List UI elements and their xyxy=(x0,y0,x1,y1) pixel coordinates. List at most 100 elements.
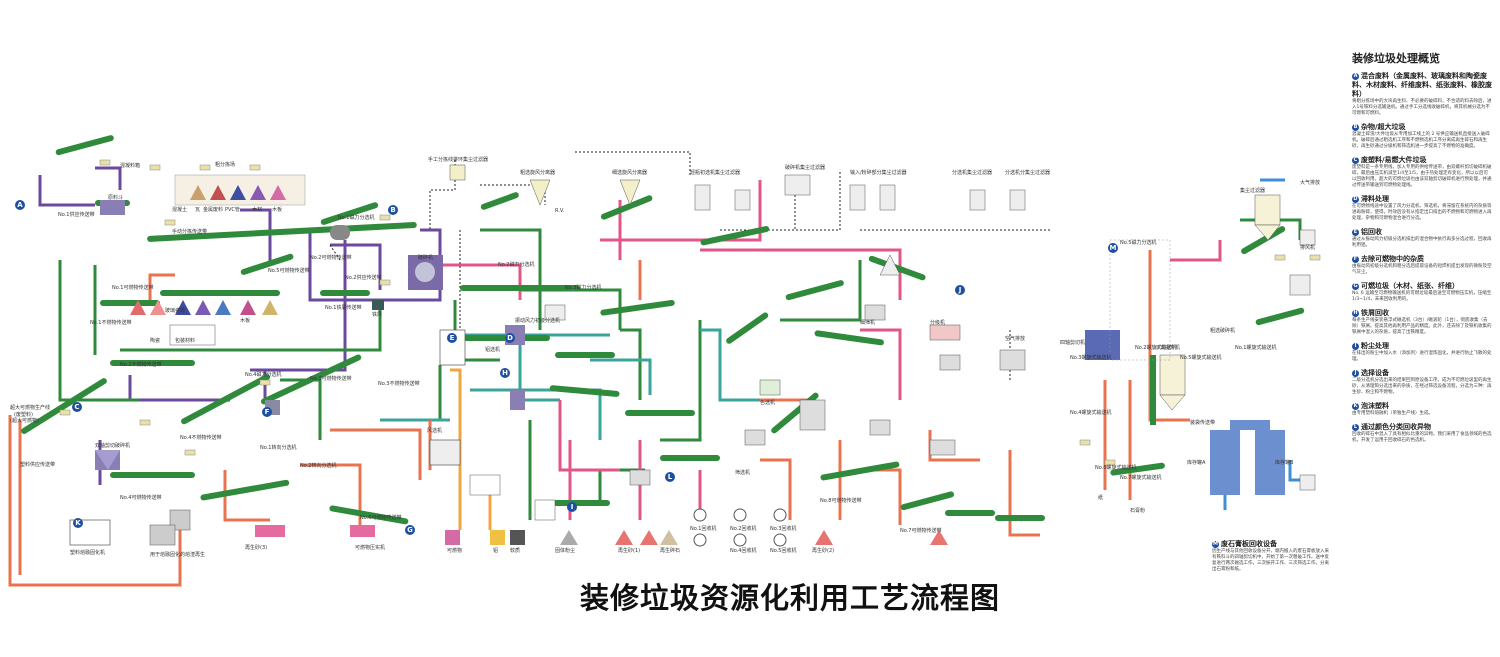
label-vibrating-sep: 振动风力初级分选机 xyxy=(515,318,561,324)
label-fine-sieve: 细筛机 xyxy=(860,320,876,326)
label-conv-no2-nonflam: No.2不燃物传送带 xyxy=(120,362,162,368)
marker-e: E xyxy=(447,333,457,343)
legend-section-body: 在排出的粉尘中加入水（添加剂）进行混炼固化，并进行防止飞散的处理。 xyxy=(1352,351,1492,362)
legend-section-body: 由振动风初级分选机和粗分选后提取设备的短焊机提出发现的微粉及空气灰尘。 xyxy=(1352,264,1492,275)
label-rotary-sep-2: No.2转向分选机 xyxy=(300,463,337,469)
legend-section-mark: G xyxy=(1352,282,1359,290)
label-mag-sep-4: No.4磁力分选机 xyxy=(245,372,282,378)
label-twin-shredder: 双轴剪切破碎机 xyxy=(95,443,131,449)
legend-section-body: 混凝土碎渣/大件垃圾从专用加工线上的 2 号供应输送机直接送入破碎机。破碎后通过… xyxy=(1352,132,1490,149)
label-cat-concrete: 混凝土 xyxy=(172,207,188,213)
label-packaging: 包装材料 xyxy=(175,338,196,344)
marker-h: H xyxy=(500,368,510,378)
label-dust-air-4: 分选机集尘过滤器 xyxy=(952,170,993,176)
legend-section-body: 回收的碎石中混入了具有相似比重的异物。我们采用了食品领域的色选机，开发了运用于回… xyxy=(1352,432,1492,443)
label-gypsum-conv-7: No.7螺旋式输送机 xyxy=(1120,475,1162,481)
label-hand-sort-dust: 手工分拣线排环集尘过滤器 xyxy=(428,157,489,163)
label-mag-sep-5: No.5磁力分选机 xyxy=(1120,240,1157,246)
label-cat-pvc: PVC管 xyxy=(225,207,240,213)
label-conv-no7-flammable: No.7可燃物传送带 xyxy=(900,528,942,534)
label-dust-air-5: 分选机分集尘过滤器 xyxy=(1005,170,1051,176)
legend-section-mark: I xyxy=(1352,342,1359,350)
legend-section-body: 通过从振动风力初级分选机排出的混合物中执行再多分选过程，回收再利用铝。 xyxy=(1352,237,1492,248)
label-soft-concrete: 软质 xyxy=(510,548,521,554)
label-no3-bin: No.3回收机 xyxy=(770,526,797,532)
marker-a: A xyxy=(15,200,25,210)
label-recycled-sand-3: 再生砂(3) xyxy=(245,545,268,551)
label-melt-product: 用于熔融固化的熔渣再生 xyxy=(150,552,206,558)
label-cyclone-sep: 粗选旋风分离器 xyxy=(520,170,556,176)
truck-icons xyxy=(59,159,1321,466)
legend-section-body: 二级分选机分选出来的结果回到原设备工序。成为不可燃垃圾里的再生砂，从清理筒分选出… xyxy=(1352,378,1492,395)
label-gypsum-hopper: 四轴剪切机 xyxy=(1060,340,1086,346)
label-storage-b: 库存罐B xyxy=(1275,460,1294,466)
legend-section-title: 可燃垃圾（木材、纸张、纤维） xyxy=(1361,282,1459,290)
label-air-discharge: 大气排放 xyxy=(1300,180,1321,186)
label-feed-hopper: 混凝料箱 xyxy=(120,163,141,169)
label-conv-no1-flammable: No.1可燃物传送带 xyxy=(112,285,154,291)
label-bucket-elev: 斗式提升机 xyxy=(1155,345,1181,351)
label-gypsum-conv-2: No.2螺旋式输送机 xyxy=(1135,345,1177,351)
label-plastic-melt: 塑料熔融固化机 xyxy=(70,550,106,556)
legend-section-mark: A xyxy=(1352,72,1359,80)
label-conv-no1-iron: No.1铁屑传送带 xyxy=(325,305,362,311)
label-hand-sort-conv: 手动分拣传送带 xyxy=(172,229,208,235)
legend-section-mark: F xyxy=(1352,255,1359,263)
label-oversize-flam: (超大可燃物) xyxy=(10,418,39,424)
label-conv-no6-flammable: No.6可燃物传送带 xyxy=(360,515,402,521)
marker-f: F xyxy=(262,407,272,417)
label-crusher: 破碎机 xyxy=(418,255,434,261)
label-gypsum-conv-3: No.3螺旋式输送机 xyxy=(1070,355,1112,361)
marker-k: K xyxy=(73,518,83,528)
label-conv-no8-flammable: No.8可燃物传送带 xyxy=(820,498,862,504)
label-no2-bin: No.2回收机 xyxy=(730,526,757,532)
label-oversize-plastic: 超大可燃物生产线 xyxy=(10,405,51,411)
legend-section-body: 由专用塑料熔融机（单独生产线）生成。 xyxy=(1352,411,1433,416)
label-air-exhaust: 空气排放 xyxy=(1005,336,1026,342)
label-conv-no4-flammable: No.4可燃物传送带 xyxy=(120,495,162,501)
label-aluminum: 铝 xyxy=(493,548,499,554)
label-conv-no3-nonflam: No.3不燃物传送带 xyxy=(378,381,420,387)
equipment xyxy=(69,164,1316,547)
label-glass-tile: 玻璃瓷砖 xyxy=(165,308,186,314)
label-no1-bin: No.1回收机 xyxy=(690,526,717,532)
legend-section-title: 选择设备 xyxy=(1361,369,1389,377)
legend-section-title: 铝回收 xyxy=(1361,228,1382,236)
label-rotary-sep-1: No.1转向分选机 xyxy=(260,445,297,451)
label-dust-air-2: 破碎机集尘过滤器 xyxy=(785,165,826,171)
legend-section-body: 在可燃物线途中设置了风力分选机、筛选机，将滞留在系统内的杂质等进再粉碎，使得，时… xyxy=(1352,204,1492,221)
legend-section-body: No. 6 运输至可燃物输送机的可燃垃圾最后送至可燃物压实机，压缩至1/3~1/… xyxy=(1352,291,1492,302)
label-fine-cyclone: 细选旋风分离器 xyxy=(612,170,648,176)
label-recycled-gravel: 再生碎石 xyxy=(660,548,681,554)
legend-section-title: 去除可燃物中的杂质 xyxy=(1361,255,1424,263)
legend-section-mark: H xyxy=(1352,309,1359,317)
label-bag-conv: 装袋传送带 xyxy=(1190,420,1216,426)
label-waste-plastic: (废塑料) xyxy=(14,412,33,418)
label-cat-wood2: 木板 xyxy=(272,207,283,213)
label-iron: 铁屑 xyxy=(372,312,383,318)
marker-g: G xyxy=(405,525,415,535)
legend-section-title: 铁屑回收 xyxy=(1361,309,1389,317)
gypsum-note-mark: M xyxy=(1212,540,1219,548)
label-gypsum-powder: 石膏粉 xyxy=(1130,508,1146,514)
label-cat-tile: 瓦 xyxy=(195,207,201,213)
label-gypsum-conv-4: No.4螺旋式输送机 xyxy=(1070,410,1112,416)
label-wood-panel: 木板 xyxy=(240,318,251,324)
label-gypsum-conv-1: No.1螺旋式输送机 xyxy=(1235,345,1277,351)
